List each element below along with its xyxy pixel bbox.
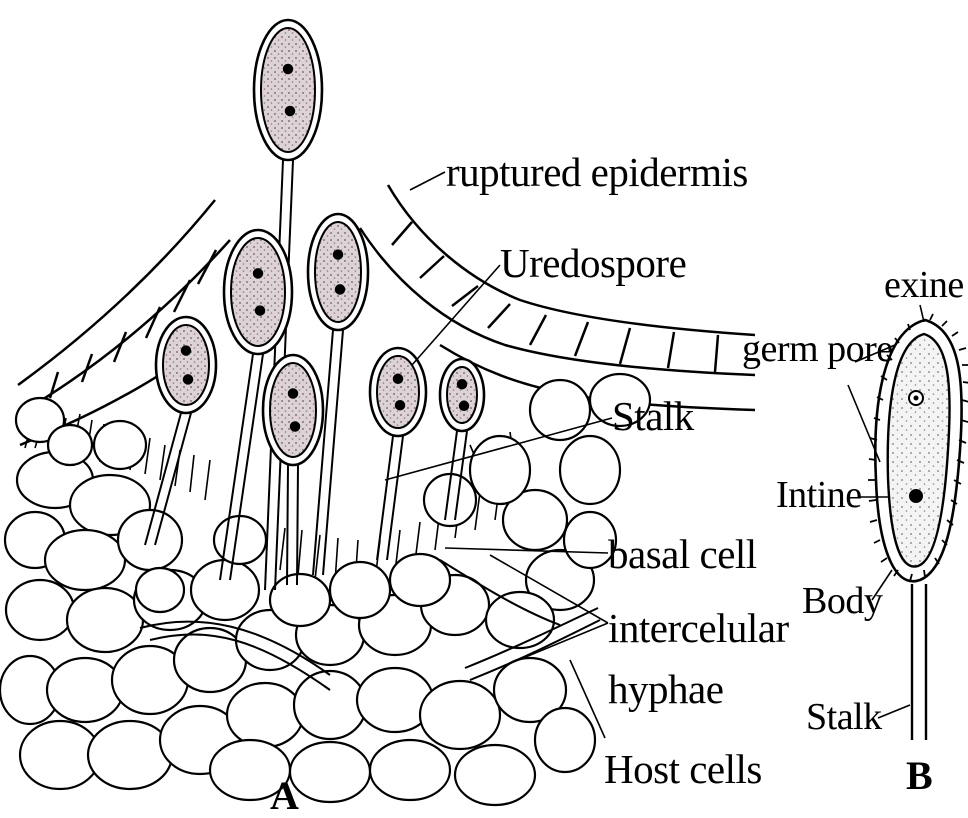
panel-letter-a: A (270, 776, 298, 816)
host-cell (486, 592, 554, 648)
label-stalk-b: Stalk (806, 698, 882, 736)
panel-letter-b: B (906, 756, 932, 796)
spore-nucleus (286, 107, 294, 115)
host-cell (88, 721, 172, 789)
spore-nucleus (396, 401, 404, 409)
host-cell (94, 421, 146, 469)
label-host-cells: Host cells (604, 749, 762, 790)
label-exine: exine (884, 266, 964, 304)
host-cell (191, 560, 259, 620)
host-cell (214, 516, 266, 564)
host-cell (227, 683, 303, 747)
section-b (848, 305, 968, 740)
host-cell (6, 580, 74, 640)
uredospore-body (261, 28, 315, 152)
host-cell (530, 380, 590, 440)
spore-nucleus (254, 269, 262, 277)
host-cell (560, 436, 620, 504)
host-cell (455, 745, 535, 805)
uredospore-body (163, 325, 209, 405)
host-cell (136, 568, 184, 612)
spore-nucleus (334, 251, 342, 259)
uredospore-body (315, 222, 361, 322)
host-cell (118, 510, 182, 570)
label-germ-pore: germ pore (742, 330, 893, 368)
label-hyphae: hyphae (608, 669, 723, 710)
spore-nucleus (182, 347, 190, 355)
spore-nucleus (458, 380, 466, 388)
host-cell (290, 742, 370, 802)
spore-nucleus (289, 390, 297, 398)
host-cell (370, 740, 450, 800)
spore-nucleus (394, 375, 402, 383)
spore-nucleus (460, 402, 468, 410)
uredospore-body (270, 363, 316, 457)
host-cell (67, 588, 143, 652)
host-cell (270, 574, 330, 626)
uredospore-body (231, 238, 285, 346)
uredospore-body (377, 356, 419, 428)
host-cell (294, 671, 366, 739)
label-basal-cell: basal cell (608, 534, 757, 575)
spore-body-b (868, 314, 968, 740)
label-body: Body (802, 582, 882, 620)
spore-nucleus (184, 375, 192, 383)
host-cell (535, 708, 595, 772)
spore-nucleus (291, 423, 299, 431)
host-cell (470, 436, 530, 504)
host-cell (47, 658, 123, 722)
host-cell (48, 425, 92, 465)
label-uredospore: Uredospore (500, 243, 686, 284)
spore-nucleus (336, 285, 344, 293)
host-cell (45, 530, 125, 590)
spore-nucleus (256, 307, 264, 315)
spore-stalk (287, 465, 298, 585)
label-intine: Intine (776, 476, 862, 514)
uredospore-body (447, 367, 477, 423)
label-ruptured-epidermis: ruptured epidermis (446, 152, 748, 193)
label-intercelular: intercelular (608, 608, 789, 649)
host-cell (330, 562, 390, 618)
host-cell (420, 681, 500, 749)
label-stalk-a: Stalk (612, 396, 694, 437)
spore-nucleus (284, 65, 292, 73)
